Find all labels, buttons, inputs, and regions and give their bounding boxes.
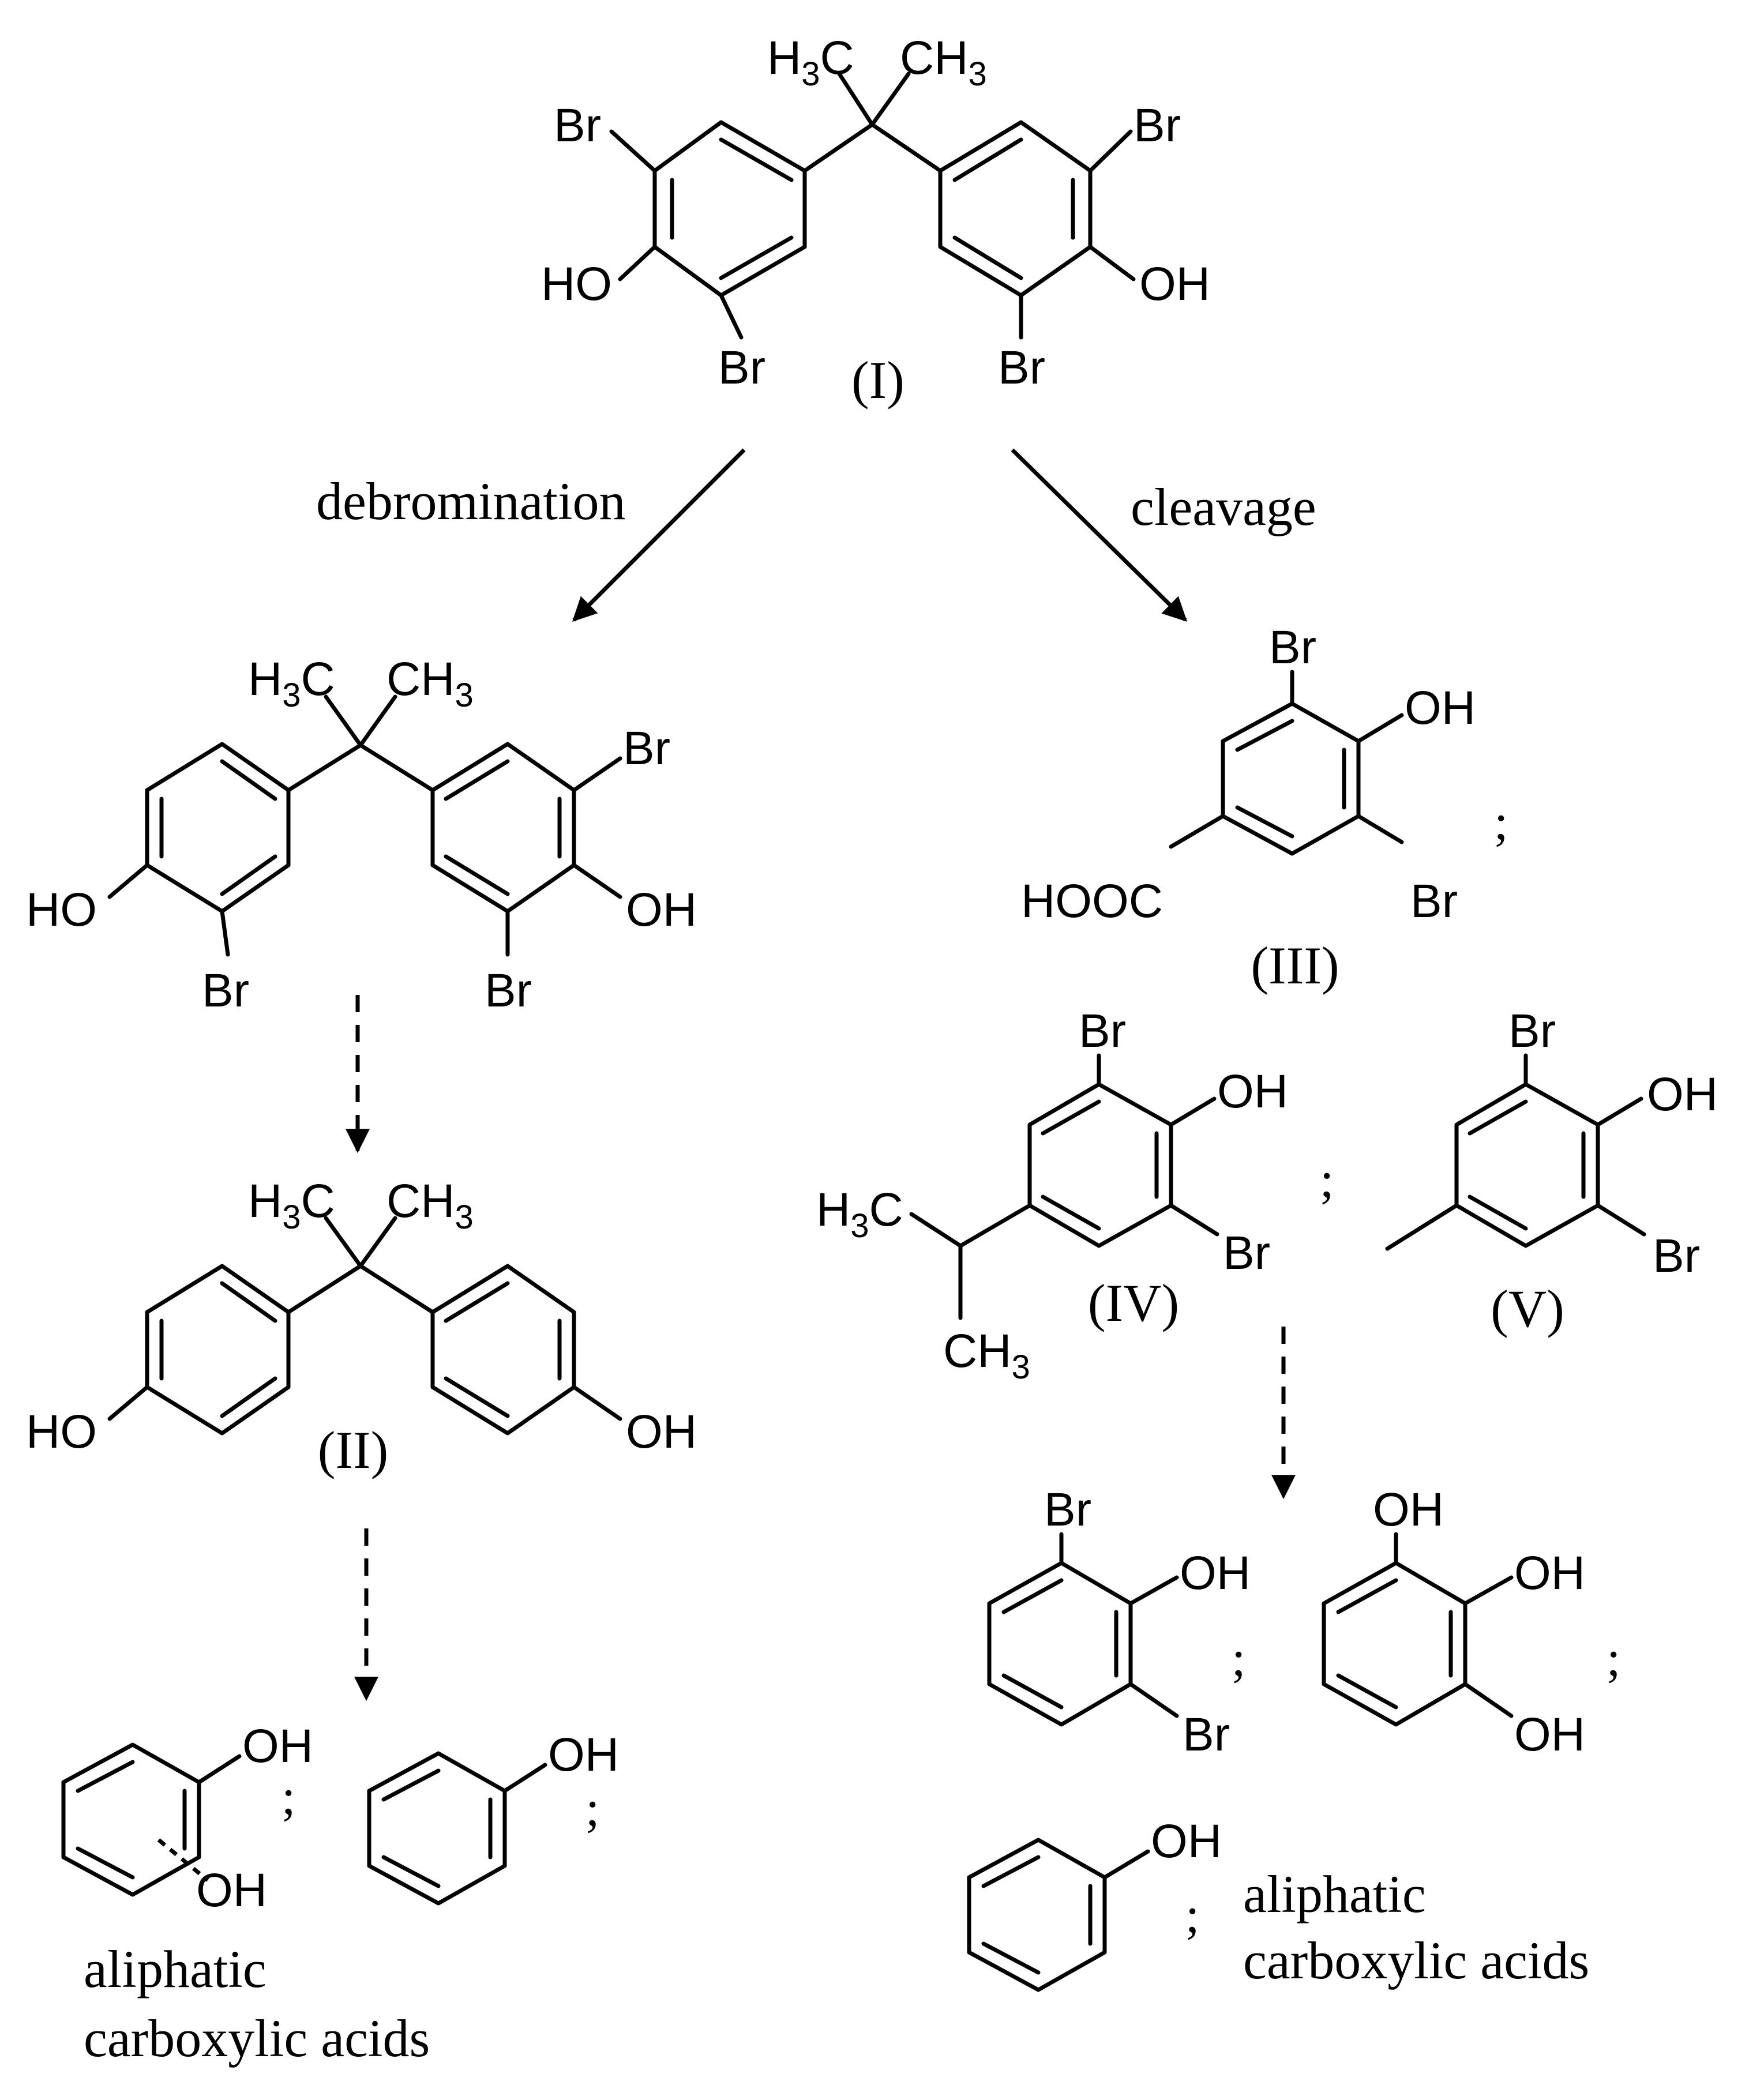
arrow-cleavage [1011, 448, 1187, 622]
left-acids-line-1: aliphatic [84, 1940, 267, 1998]
compound-iv: Br OH Br H3C CH3 (IV) [816, 1005, 1288, 1386]
tribromo-br-bottomleft: Br [202, 964, 249, 1017]
tribromo-bisphenol-bonds [107, 694, 622, 957]
compound-v-br-top: Br [1508, 1005, 1556, 1057]
compound-i-label: (I) [851, 351, 904, 410]
compound-ii-oh: OH [626, 1406, 697, 1458]
dibromophenol-br-bottom: Br [1183, 1708, 1230, 1761]
dihydroxybenzene: OH OH [61, 1720, 313, 1917]
compound-i-br-topleft: Br [554, 99, 601, 152]
tribromo-oh: OH [626, 884, 697, 936]
trihydroxybenzene: OH OH OH [1322, 1483, 1585, 1761]
compound-v: Br OH Br (V) [1385, 1005, 1718, 1338]
separator-left-2: ; [586, 1781, 599, 1837]
dibromophenol-br-top: Br [1044, 1483, 1091, 1536]
tribromo-ch3-left: H3C [248, 653, 335, 714]
separator-right-2: ; [1607, 1631, 1620, 1687]
compound-iv-br-bottom: Br [1223, 1227, 1270, 1279]
separator-iv: ; [1320, 1152, 1334, 1208]
tribromo-ch3-right: CH3 [386, 653, 474, 714]
compound-ii: H3C CH3 HO OH (II) [26, 1175, 697, 1479]
compound-ii-bonds [107, 1216, 622, 1436]
step-debromination: debromination [316, 472, 626, 531]
compound-i-ch3-left: H3C [767, 32, 854, 93]
compound-iii-bonds [1169, 670, 1404, 856]
compound-ii-label: (II) [318, 1421, 389, 1479]
phenol-right: OH [967, 1815, 1222, 1992]
trihydroxybenzene-oh-middle: OH [1514, 1547, 1585, 1599]
step-cleavage: cleavage [1131, 478, 1316, 536]
phenol-right-oh: OH [1151, 1815, 1222, 1868]
separator-left-1: ; [282, 1770, 295, 1825]
arrow-debromination [572, 448, 746, 622]
compound-ii-ho: HO [26, 1406, 97, 1458]
dibromophenol: Br OH Br [987, 1483, 1251, 1761]
compound-v-bonds [1385, 1053, 1646, 1251]
compound-i-br-bottomright: Br [998, 341, 1045, 394]
compound-ii-ch3-right: CH3 [386, 1175, 474, 1236]
compound-v-label: (V) [1491, 1279, 1564, 1338]
compound-i-br-topright: Br [1134, 99, 1181, 152]
compound-iv-label: (IV) [1088, 1273, 1179, 1332]
compound-v-br-bottom: Br [1653, 1230, 1700, 1282]
phenol-left: OH [367, 1729, 619, 1906]
separator-right-1: ; [1232, 1631, 1245, 1687]
compound-iv-bonds [909, 1053, 1219, 1320]
tribromo-bisphenol: H3C CH3 Br HO OH Br Br [26, 653, 697, 1017]
tribromo-br-bottomright: Br [485, 964, 532, 1017]
tribromo-ho: HO [26, 884, 97, 936]
compound-i-bonds [609, 72, 1136, 340]
left-acids-line-2: carboxylic acids [84, 2009, 430, 2068]
compound-iii-hooc: HOOC [1021, 875, 1163, 927]
compound-i-ch3-right: CH3 [900, 32, 987, 93]
compound-iii-br-bottom: Br [1410, 875, 1458, 927]
dibromophenol-oh: OH [1180, 1547, 1251, 1599]
compound-iii: Br OH Br HOOC (III) [1021, 621, 1476, 995]
phenol-left-oh: OH [548, 1729, 619, 1781]
right-acids-line-1: aliphatic [1243, 1865, 1426, 1924]
compound-iv-oh: OH [1217, 1065, 1288, 1118]
compound-i-ho: HO [541, 258, 612, 310]
compound-iv-br-top: Br [1079, 1005, 1126, 1057]
dihydroxybenzene-oh-2: OH [196, 1864, 267, 1917]
separator-right-3: ; [1185, 1888, 1199, 1944]
trihydroxybenzene-oh-top: OH [1373, 1483, 1444, 1536]
compound-iv-h3c: H3C [816, 1184, 903, 1245]
compound-v-oh: OH [1647, 1068, 1718, 1121]
separator-iii: ; [1494, 795, 1508, 851]
compound-iii-label: (III) [1251, 936, 1339, 995]
compound-i-oh: OH [1139, 258, 1210, 310]
compound-ii-ch3-left: H3C [248, 1175, 335, 1236]
compound-iii-br-top: Br [1269, 621, 1316, 674]
compound-iii-oh: OH [1405, 682, 1476, 734]
right-acids-line-2: carboxylic acids [1243, 1931, 1589, 1990]
dihydroxybenzene-oh-1: OH [242, 1720, 313, 1772]
compound-iv-ch3: CH3 [943, 1325, 1030, 1386]
compound-i-br-bottomleft: Br [718, 341, 765, 394]
compound-i: H3C CH3 Br Br HO OH Br Br (I) [541, 32, 1210, 410]
tribromo-br-topright: Br [623, 722, 670, 775]
trihydroxybenzene-oh-bottom: OH [1514, 1708, 1585, 1761]
